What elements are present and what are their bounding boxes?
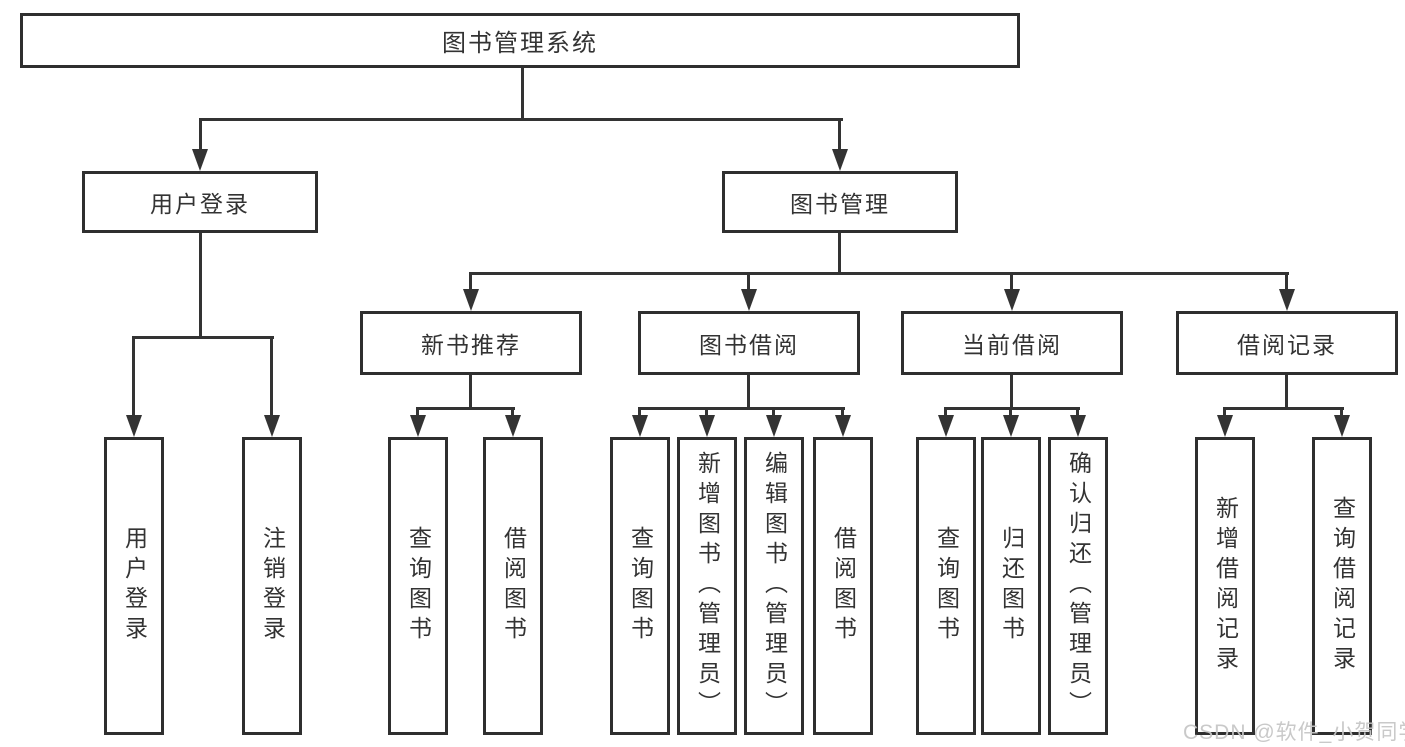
- arrow-down-icon: [1334, 415, 1350, 437]
- connector-leaf-drop: [416, 407, 419, 417]
- arrow-down-icon: [264, 415, 280, 437]
- connector-user-login-drop: [199, 118, 202, 150]
- leaf-confirm-return-admin: 确认归还（管理员）: [1048, 437, 1108, 735]
- arrow-down-icon: [410, 415, 426, 437]
- connector-borrow-hbar: [638, 407, 845, 410]
- connector-leaf-drop: [270, 336, 273, 415]
- connector-root-stem: [521, 68, 524, 118]
- node-book-management: 图书管理: [722, 171, 958, 233]
- leaf-return-books: 归还图书: [981, 437, 1041, 735]
- leaf-add-borrow-record: 新增借阅记录: [1195, 437, 1255, 735]
- leaf-label: 新增图书（管理员）: [694, 451, 721, 721]
- connector-borrow-stem: [747, 375, 750, 407]
- arrow-down-icon: [505, 415, 521, 437]
- arrow-down-icon: [835, 415, 851, 437]
- leaf-label: 查询图书: [933, 526, 960, 646]
- connector-leaf-drop: [944, 407, 947, 417]
- connector-current-stem: [1010, 375, 1013, 407]
- leaf-label: 用户登录: [121, 526, 148, 646]
- connector-leaf-drop: [511, 407, 514, 417]
- leaf-query-books-current: 查询图书: [916, 437, 976, 735]
- connector-book-mgmt-drop: [838, 118, 841, 150]
- node-user-login: 用户登录: [82, 171, 318, 233]
- arrow-down-icon: [832, 149, 848, 171]
- leaf-label: 注销登录: [259, 526, 286, 646]
- connector-leaf-drop: [132, 336, 135, 415]
- leaf-label: 借阅图书: [830, 526, 857, 646]
- leaf-add-books-admin: 新增图书（管理员）: [677, 437, 737, 735]
- node-book-borrow: 图书借阅: [638, 311, 860, 375]
- connector-l3-drop: [747, 272, 750, 290]
- leaf-label: 确认归还（管理员）: [1065, 451, 1092, 721]
- arrow-down-icon: [699, 415, 715, 437]
- arrow-down-icon: [463, 289, 479, 311]
- arrow-down-icon: [1003, 415, 1019, 437]
- arrow-down-icon: [126, 415, 142, 437]
- connector-records-stem: [1285, 375, 1288, 407]
- leaf-user-login: 用户登录: [104, 437, 164, 735]
- arrow-down-icon: [1004, 289, 1020, 311]
- leaf-query-borrow-record: 查询借阅记录: [1312, 437, 1372, 735]
- leaf-query-books-recommend: 查询图书: [388, 437, 448, 735]
- arrow-down-icon: [938, 415, 954, 437]
- arrow-down-icon: [1279, 289, 1295, 311]
- connector-records-hbar: [1223, 407, 1344, 410]
- connector-user-login-stem: [199, 233, 202, 336]
- node-borrow-records: 借阅记录: [1176, 311, 1398, 375]
- leaf-query-books-borrow: 查询图书: [610, 437, 670, 735]
- leaf-logout-login: 注销登录: [242, 437, 302, 735]
- arrow-down-icon: [192, 149, 208, 171]
- connector-recommend-stem: [469, 375, 472, 407]
- connector-leaf-drop: [1076, 407, 1079, 417]
- leaf-label: 编辑图书（管理员）: [761, 451, 788, 721]
- node-new-book-recommend: 新书推荐: [360, 311, 582, 375]
- connector-recommend-hbar: [416, 407, 515, 410]
- leaf-label: 归还图书: [998, 526, 1025, 646]
- connector-user-login-hbar: [132, 336, 274, 339]
- arrow-down-icon: [1217, 415, 1233, 437]
- leaf-label: 借阅图书: [500, 526, 527, 646]
- connector-leaf-drop: [705, 407, 708, 417]
- leaf-label: 新增借阅记录: [1212, 496, 1239, 676]
- connector-leaf-drop: [1009, 407, 1012, 417]
- arrow-down-icon: [632, 415, 648, 437]
- connector-leaf-drop: [841, 407, 844, 417]
- connector-leaf-drop: [772, 407, 775, 417]
- arrow-down-icon: [766, 415, 782, 437]
- arrow-down-icon: [1070, 415, 1086, 437]
- leaf-edit-books-admin: 编辑图书（管理员）: [744, 437, 804, 735]
- leaf-label: 查询图书: [405, 526, 432, 646]
- connector-l3-drop: [469, 272, 472, 290]
- node-root-library-system: 图书管理系统: [20, 13, 1020, 68]
- connector-book-mgmt-hbar: [470, 272, 1289, 275]
- leaf-borrow-books: 借阅图书: [813, 437, 873, 735]
- connector-leaf-drop: [638, 407, 641, 417]
- connector-book-mgmt-stem: [838, 233, 841, 272]
- leaf-borrow-books-recommend: 借阅图书: [483, 437, 543, 735]
- node-current-borrow: 当前借阅: [901, 311, 1123, 375]
- leaf-label: 查询图书: [627, 526, 654, 646]
- leaf-label: 查询借阅记录: [1329, 496, 1356, 676]
- csdn-watermark: CSDN @软件_小贺同学: [1183, 721, 1405, 744]
- connector-leaf-drop: [1340, 407, 1343, 417]
- connector-l3-drop: [1010, 272, 1013, 290]
- connector-leaf-drop: [1223, 407, 1226, 417]
- connector-current-hbar: [944, 407, 1080, 410]
- connector-root-hbar: [199, 118, 843, 121]
- arrow-down-icon: [741, 289, 757, 311]
- connector-l3-drop: [1285, 272, 1288, 290]
